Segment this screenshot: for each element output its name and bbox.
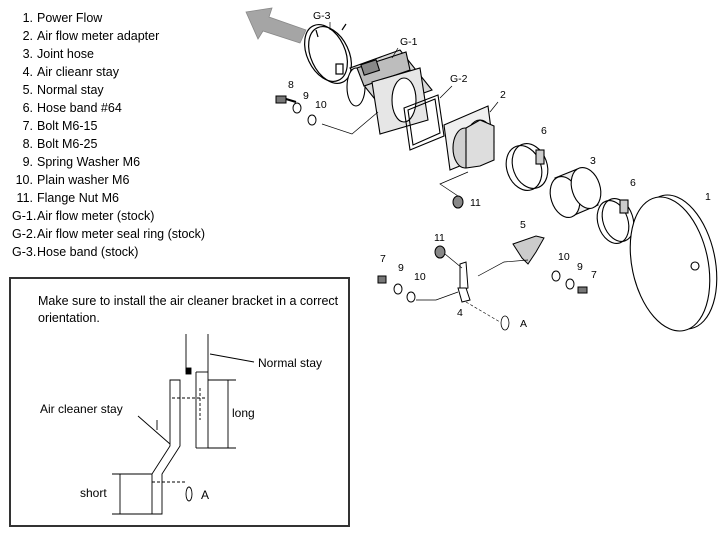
- part-label: Air flow meter seal ring (stock): [37, 227, 206, 241]
- part-number: 5.: [22, 83, 33, 97]
- callout-g1: G-1: [400, 36, 418, 48]
- note-long-label: long: [232, 406, 255, 420]
- note-a-label: A: [201, 488, 209, 502]
- part-item: 9. Spring Washer M6: [12, 153, 205, 171]
- callout-10-left: 10: [414, 271, 426, 283]
- callout-6-first: 6: [541, 125, 547, 137]
- part-number: 9.: [22, 155, 33, 169]
- hose-band-64-first: [505, 143, 549, 191]
- part-item: 11. Flange Nut M6: [12, 189, 205, 207]
- part-item: 1. Power Flow: [12, 9, 205, 27]
- part-number: 10.: [15, 173, 33, 187]
- part-number: 2.: [22, 29, 33, 43]
- part-number: 8.: [22, 137, 33, 151]
- upper-fasteners: [275, 95, 317, 126]
- part-number: G-1.: [12, 209, 37, 223]
- callout-2: 2: [500, 89, 506, 101]
- part-item: 8. Bolt M6-25: [12, 135, 205, 153]
- part-label: Air flow meter adapter: [37, 29, 160, 43]
- part-item: 4. Air clieanr stay: [12, 63, 205, 81]
- callout-g2: G-2: [450, 73, 468, 85]
- part-number: 6.: [22, 101, 33, 115]
- orientation-note-text: Make sure to install the air cleaner bra…: [38, 294, 339, 325]
- flange-nut-upper: [452, 195, 464, 209]
- note-short-label: short: [80, 486, 107, 500]
- callout-5: 5: [520, 219, 526, 231]
- part-label: Joint hose: [37, 47, 94, 61]
- callout-8: 8: [288, 79, 294, 91]
- callout-7-left: 7: [380, 253, 386, 265]
- normal-stay: [512, 235, 545, 265]
- callout-10-upper: 10: [315, 99, 327, 111]
- power-flow-filter: [629, 194, 718, 332]
- part-label: Normal stay: [37, 83, 104, 97]
- part-number: 3.: [22, 47, 33, 61]
- joint-hose: [549, 167, 602, 218]
- part-item: 2. Air flow meter adapter: [12, 27, 205, 45]
- part-number: 7.: [22, 119, 33, 133]
- orientation-note-box: Make sure to install the air cleaner bra…: [9, 277, 350, 527]
- callout-6-second: 6: [630, 177, 636, 189]
- lower-left-fasteners: [377, 275, 416, 303]
- part-label: Bolt M6-25: [37, 137, 98, 151]
- callout-3: 3: [590, 155, 596, 167]
- part-number: G-3.: [12, 245, 37, 259]
- part-number: 11.: [16, 191, 33, 205]
- part-item: G-1.Air flow meter (stock): [12, 207, 205, 225]
- callout-11-lower: 11: [434, 232, 445, 244]
- part-item: 6. Hose band #64: [12, 99, 205, 117]
- part-label: Hose band #64: [37, 101, 122, 115]
- callout-10-right: 10: [558, 251, 570, 263]
- part-item: 5. Normal stay: [12, 81, 205, 99]
- air-flow-meter-adapter: [443, 105, 495, 171]
- orientation-detail-sketch: [112, 334, 255, 515]
- part-label: Air flow meter (stock): [37, 209, 155, 223]
- lower-right-fasteners: [551, 270, 588, 294]
- callout-1: 1: [705, 191, 711, 203]
- part-item: G-2.Air flow meter seal ring (stock): [12, 225, 205, 243]
- part-label: Power Flow: [37, 11, 103, 25]
- part-label: Spring Washer M6: [37, 155, 141, 169]
- callout-9-left: 9: [398, 262, 404, 274]
- part-item: G-3.Hose band (stock): [12, 243, 205, 261]
- part-label: Flange Nut M6: [37, 191, 119, 205]
- part-label: Hose band (stock): [37, 245, 139, 259]
- callout-11-upper: 11: [470, 197, 481, 209]
- part-item: 3. Joint hose: [12, 45, 205, 63]
- callout-g3: G-3: [313, 10, 331, 22]
- part-label: Bolt M6-15: [37, 119, 98, 133]
- part-number: 1.: [22, 11, 33, 25]
- hose-band-stock: [304, 23, 352, 84]
- callout-a: A: [520, 318, 527, 330]
- air-flow-meter-seal-ring: [403, 94, 445, 151]
- hose-band-64-second: [596, 198, 635, 244]
- air-cleaner-stay: [457, 261, 471, 303]
- part-label: Air clieanr stay: [37, 65, 119, 79]
- part-number: G-2.: [12, 227, 37, 241]
- note-normal-stay-label: Normal stay: [258, 356, 322, 370]
- callout-9-right: 9: [577, 261, 583, 273]
- callout-9-upper: 9: [303, 90, 309, 102]
- airflow-arrow-icon: [245, 7, 307, 44]
- part-label: Plain washer M6: [37, 173, 130, 187]
- callout-4: 4: [457, 307, 463, 319]
- callout-7-right: 7: [591, 269, 597, 281]
- part-item: 10. Plain washer M6: [12, 171, 205, 189]
- parts-list: 1. Power Flow 2. Air flow meter adapter 3.…: [12, 9, 205, 261]
- part-item: 7. Bolt M6-15: [12, 117, 205, 135]
- note-air-cleaner-stay-label: Air cleaner stay: [40, 402, 123, 416]
- part-number: 4.: [22, 65, 33, 79]
- air-flow-meter: [346, 49, 433, 135]
